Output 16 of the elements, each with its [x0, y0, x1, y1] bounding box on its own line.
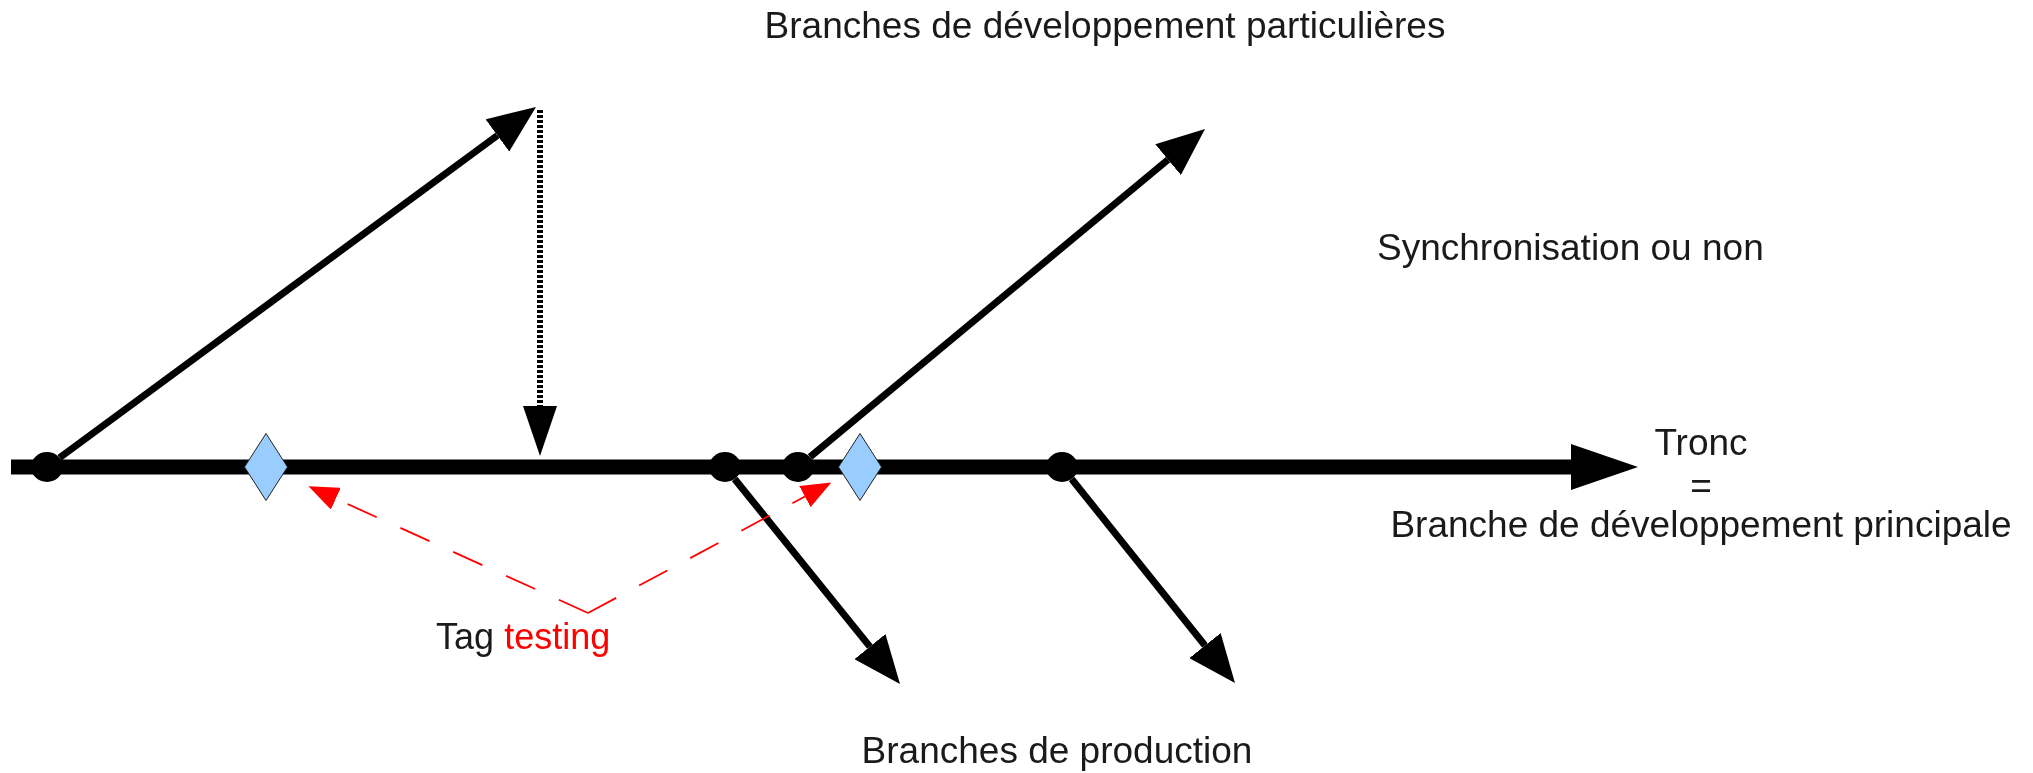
arrow [1068, 476, 1235, 683]
tag-label: Tag [436, 616, 495, 657]
trunk-label: Tronc [1654, 423, 1748, 463]
tag-diamond [244, 433, 288, 501]
arrow [308, 486, 589, 614]
arrow [807, 129, 1205, 460]
arrow [587, 482, 832, 614]
trunk-label: = [1690, 466, 1712, 506]
trunk-label: Branche de développement principale [1390, 505, 2012, 545]
arrow [57, 107, 536, 461]
annotation-text: Branches de production [861, 731, 1253, 771]
tag-name: testing [504, 616, 611, 657]
tag-diamond [838, 433, 882, 501]
annotation-text: Synchronisation ou non [1377, 228, 1764, 268]
arrow [731, 476, 900, 684]
annotation-text: Branches de développement particulières [764, 6, 1446, 46]
